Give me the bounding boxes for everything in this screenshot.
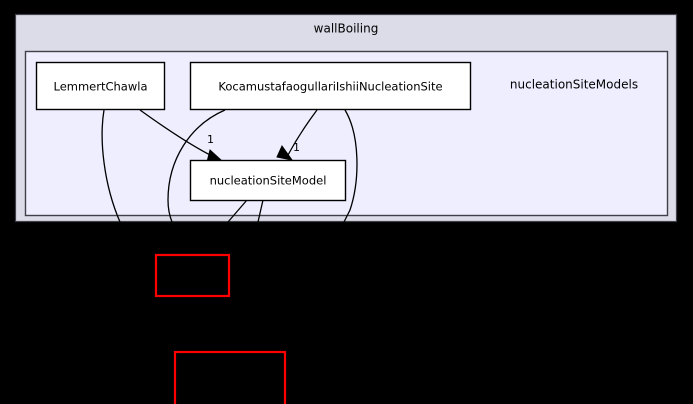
edge-curve-a [101,109,121,223]
node-redboxsmall[interactable] [154,253,231,298]
edge-curve-c [343,109,358,223]
node-redboxlarge[interactable] [173,350,287,404]
node-kocamustafaogullariishiinucleationsite[interactable]: KocamustafaogullariIshiiNucleationSite [189,61,472,111]
edge-curve-d [227,199,248,223]
edge-lemmertchawla-to-nucleationsitemodel [139,109,215,158]
edge-label-kocamustafa: 1 [293,141,300,154]
node-nucleationsitemodel-label: nucleationSiteModel [210,174,327,188]
node-kocamustafaogullariishiinucleationsite-box[interactable] [189,61,472,111]
arrowhead-kocamustafa [276,145,294,161]
node-lemmertchawla[interactable]: LemmertChawla [35,61,166,111]
node-redboxsmall-box[interactable] [154,253,231,298]
node-lemmertchawla-label: LemmertChawla [53,80,147,94]
node-kocamustafaogullariishiinucleationsite-label: KocamustafaogullariIshiiNucleationSite [218,80,442,94]
edge-curve-e [257,199,264,223]
node-lemmertchawla-box[interactable] [35,61,166,111]
node-nucleationsitemodel[interactable]: nucleationSiteModel [189,159,347,202]
cluster-wallboiling-label: wallBoiling [314,22,379,36]
node-nucleationsitemodel-box[interactable] [189,159,347,202]
node-redboxlarge-box[interactable] [173,350,287,404]
edge-curve-b [167,109,226,223]
edge-kocamustafa-to-nucleationsitemodel [287,109,318,156]
cluster-nucleationsitemodels-label: nucleationSiteModels [510,78,638,92]
edge-label-lemmertchawla: 1 [207,133,214,146]
